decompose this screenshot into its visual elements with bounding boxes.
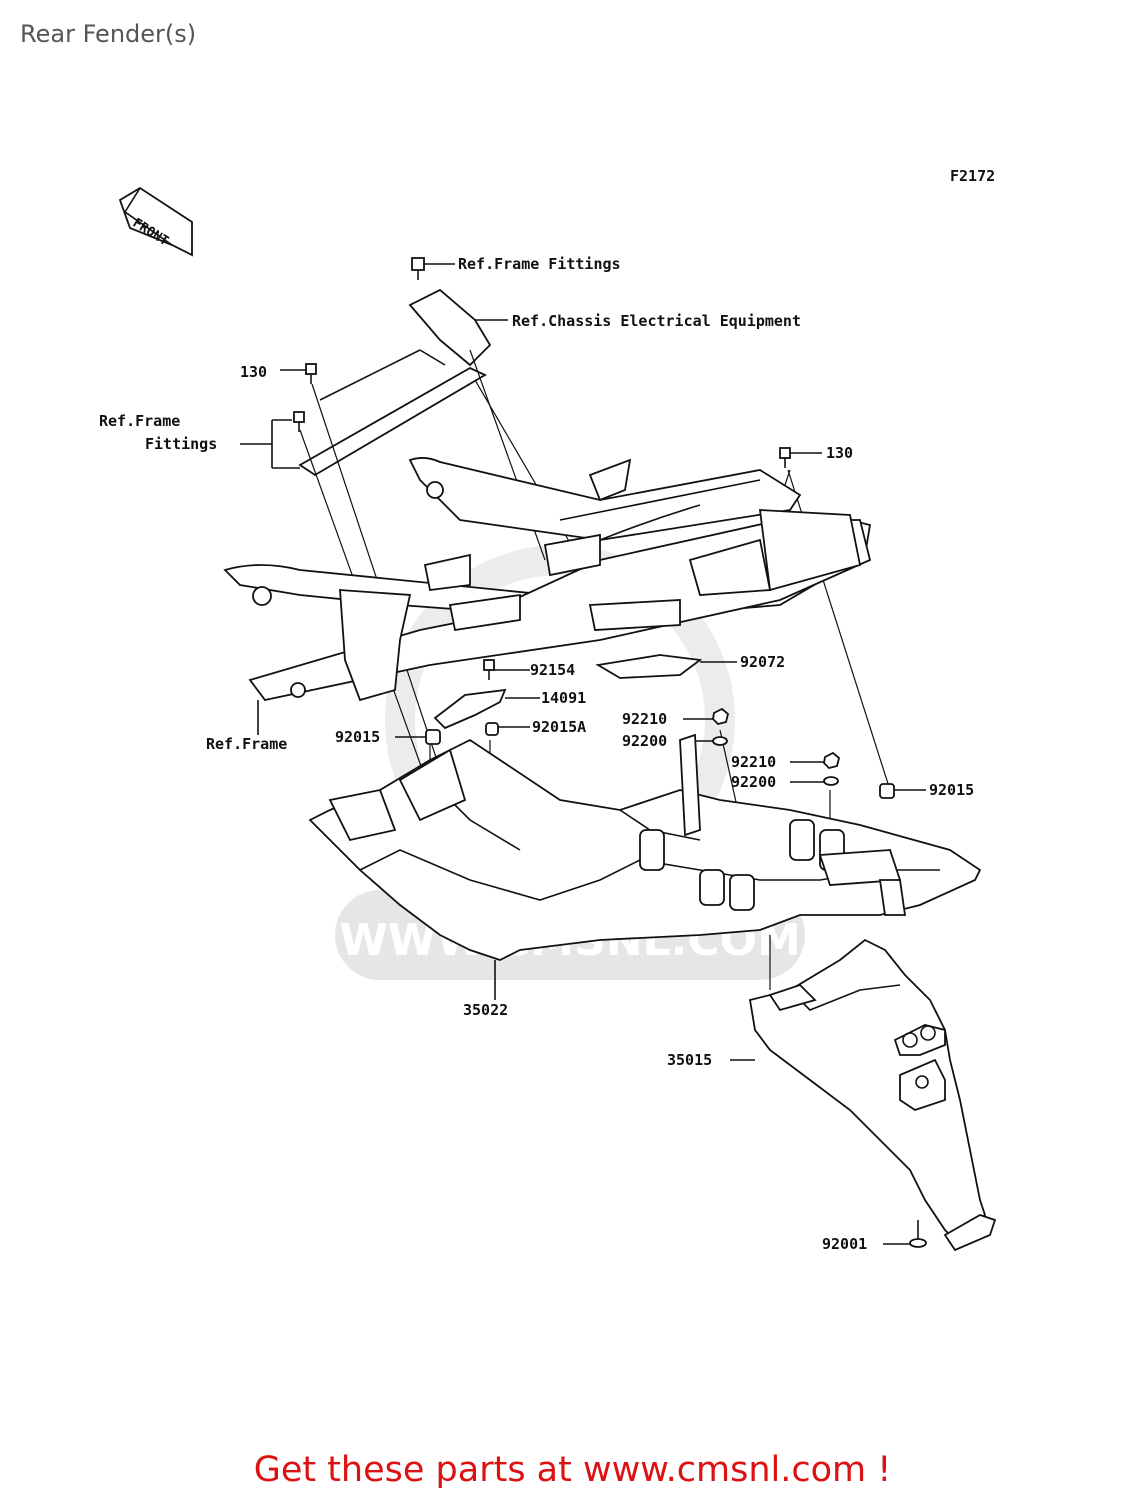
footer-link[interactable]: Get these parts at www.cmsnl.com ! [253,1450,892,1490]
part-label-130-right: 130 [826,444,853,462]
small-parts [395,654,926,799]
cross-bar [298,349,487,477]
ref-chassis-electrical: Ref.Chassis Electrical Equipment [512,312,801,330]
part-label-14091: 14091 [541,689,586,707]
ref-frame-fittings-left-2: Fittings [145,435,217,453]
rear-fender [730,938,997,1252]
ref-frame-fittings-left-1: Ref.Frame [99,412,180,430]
part-label-35015: 35015 [667,1051,712,1069]
part-label-92015A: 92015A [532,718,586,736]
part-label-92015-left: 92015 [335,728,380,746]
bolt-frame-fittings [240,411,305,469]
diagram-code: F2172 [950,167,995,185]
part-label-130-left: 130 [240,363,267,381]
bolt-130-left [280,363,317,384]
top-bracket [408,257,508,367]
frame-assembly [223,457,872,702]
ref-frame-fittings-top: Ref.Frame Fittings [458,255,621,273]
part-label-92154: 92154 [530,661,575,679]
part-label-92072: 92072 [740,653,785,671]
part-label-92001: 92001 [822,1235,867,1253]
front-arrow-icon: FRONT [118,186,193,257]
part-label-92210-right: 92210 [731,753,776,771]
ref-frame: Ref.Frame [206,735,287,753]
part-label-92210-left: 92210 [622,710,667,728]
part-label-92015-right: 92015 [929,781,974,799]
bolt-130-right [779,447,822,468]
part-label-35022: 35022 [463,1001,508,1019]
part-label-92200-right: 92200 [731,773,776,791]
inner-fender [308,733,982,1000]
part-label-92200-left: 92200 [622,732,667,750]
page-title: Rear Fender(s) [20,20,197,48]
